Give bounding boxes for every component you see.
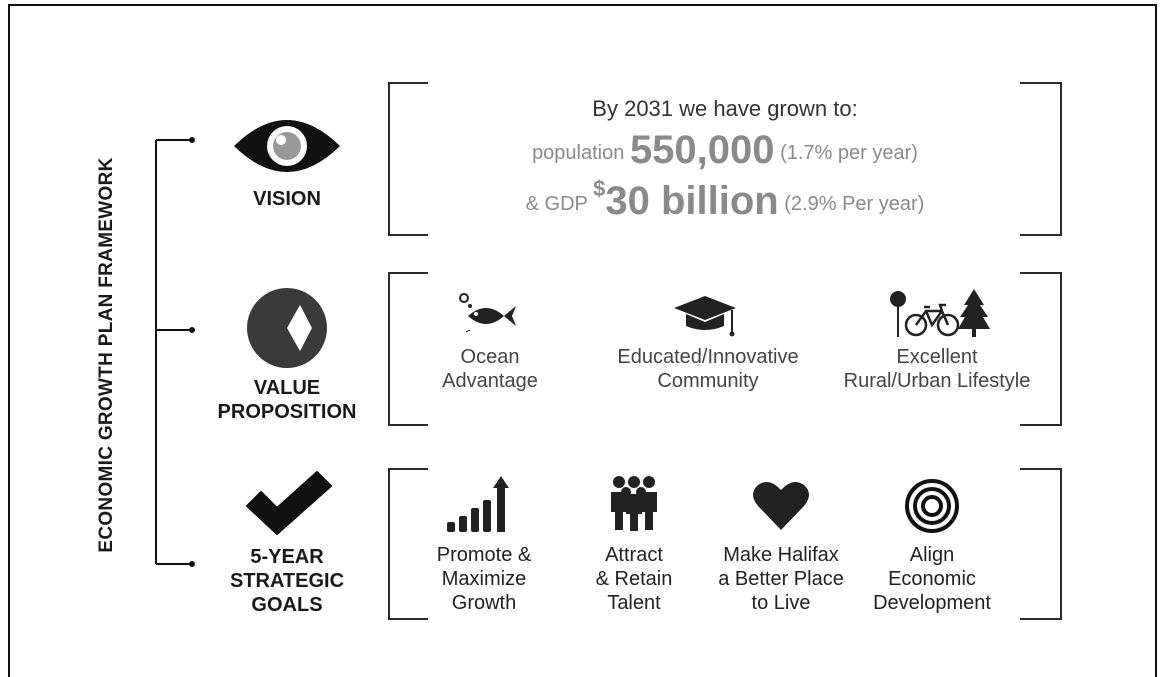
goal-item-better-place: Make Halifax a Better Place to Live — [718, 543, 844, 615]
value-proposition-label-line1: VALUE — [253, 377, 321, 399]
concentric-circles-icon — [905, 479, 959, 533]
value-item-educated-line2: Community — [657, 370, 759, 392]
value-item-ocean-line2: Advantage — [442, 370, 538, 392]
framework-connector — [155, 137, 195, 567]
gdp-currency: $ — [593, 176, 606, 201]
fish-icon — [459, 293, 516, 333]
goal-item-align-line3: Development — [873, 592, 991, 614]
goal-item-talent-line3: Talent — [607, 592, 661, 614]
value-item-ocean-line1: Ocean — [460, 346, 520, 368]
goal-item-growth: Promote & Maximize Growth — [437, 543, 531, 615]
goal-item-talent-line1: Attract — [605, 544, 663, 566]
framework-title: ECONOMIC GROWTH PLAN FRAMEWORK — [96, 157, 117, 553]
goal-item-talent: Attract & Retain Talent — [596, 543, 673, 615]
goals-bracket-left — [388, 468, 428, 620]
goal-item-growth-line3: Growth — [451, 592, 517, 614]
goal-item-align-line2: Economic — [888, 568, 976, 590]
vision-population-line: population 550,000 (1.7% per year) — [390, 128, 1060, 173]
eye-icon — [234, 120, 340, 172]
gdp-prefix: & GDP — [525, 193, 588, 215]
graduation-cap-icon — [674, 296, 736, 337]
vision-bracket-right — [1020, 82, 1062, 236]
value-item-lifestyle: Excellent Rural/Urban Lifestyle — [844, 345, 1031, 393]
goal-item-better-place-line1: Make Halifax — [723, 544, 839, 566]
goals-label-line1: 5-YEAR — [250, 546, 324, 568]
vision-label: VISION — [253, 188, 321, 210]
goals-bracket-right — [1020, 468, 1062, 620]
goal-item-growth-line1: Promote & — [436, 544, 532, 566]
value-item-ocean: Ocean Advantage — [442, 345, 538, 393]
vision-headline: By 2031 we have grown to: — [592, 96, 858, 121]
goal-item-align-line1: Align — [909, 544, 955, 566]
population-value: 550,000 — [629, 128, 775, 172]
value-proposition-label: VALUE PROPOSITION — [218, 376, 357, 424]
value-bracket-right — [1020, 272, 1062, 426]
checkmark-icon — [246, 471, 332, 535]
pie-chart-icon — [247, 288, 327, 368]
goal-item-growth-line2: Maximize — [441, 568, 527, 590]
population-rate: (1.7% per year) — [780, 142, 918, 164]
heart-icon — [753, 481, 809, 530]
gdp-value: 30 billion — [605, 179, 779, 223]
value-item-lifestyle-line2: Rural/Urban Lifestyle — [843, 370, 1031, 392]
goal-item-better-place-line3: to Live — [751, 592, 811, 614]
growth-bars-icon — [447, 476, 509, 532]
outer-frame — [8, 4, 1157, 677]
bike-tree-icon — [890, 289, 990, 337]
population-prefix: population — [532, 142, 625, 164]
goal-item-talent-line2: & Retain — [595, 568, 673, 590]
goal-item-better-place-line2: a Better Place — [718, 568, 844, 590]
value-item-lifestyle-line1: Excellent — [896, 346, 978, 368]
goals-label-line2: STRATEGIC — [229, 570, 345, 592]
value-bracket-left — [388, 272, 428, 426]
goals-label-line3: GOALS — [251, 594, 323, 616]
vision-bracket-left — [388, 82, 428, 236]
value-item-educated: Educated/Innovative Community — [617, 345, 798, 393]
goals-label: 5-YEAR STRATEGIC GOALS — [230, 545, 344, 617]
goal-item-align: Align Economic Development — [873, 543, 991, 615]
people-icon — [611, 476, 657, 531]
value-item-educated-line1: Educated/Innovative — [617, 346, 799, 368]
value-proposition-label-line2: PROPOSITION — [217, 401, 357, 423]
vision-gdp-line: & GDP $30 billion (2.9% Per year) — [390, 176, 1060, 224]
gdp-rate: (2.9% Per year) — [784, 193, 925, 215]
